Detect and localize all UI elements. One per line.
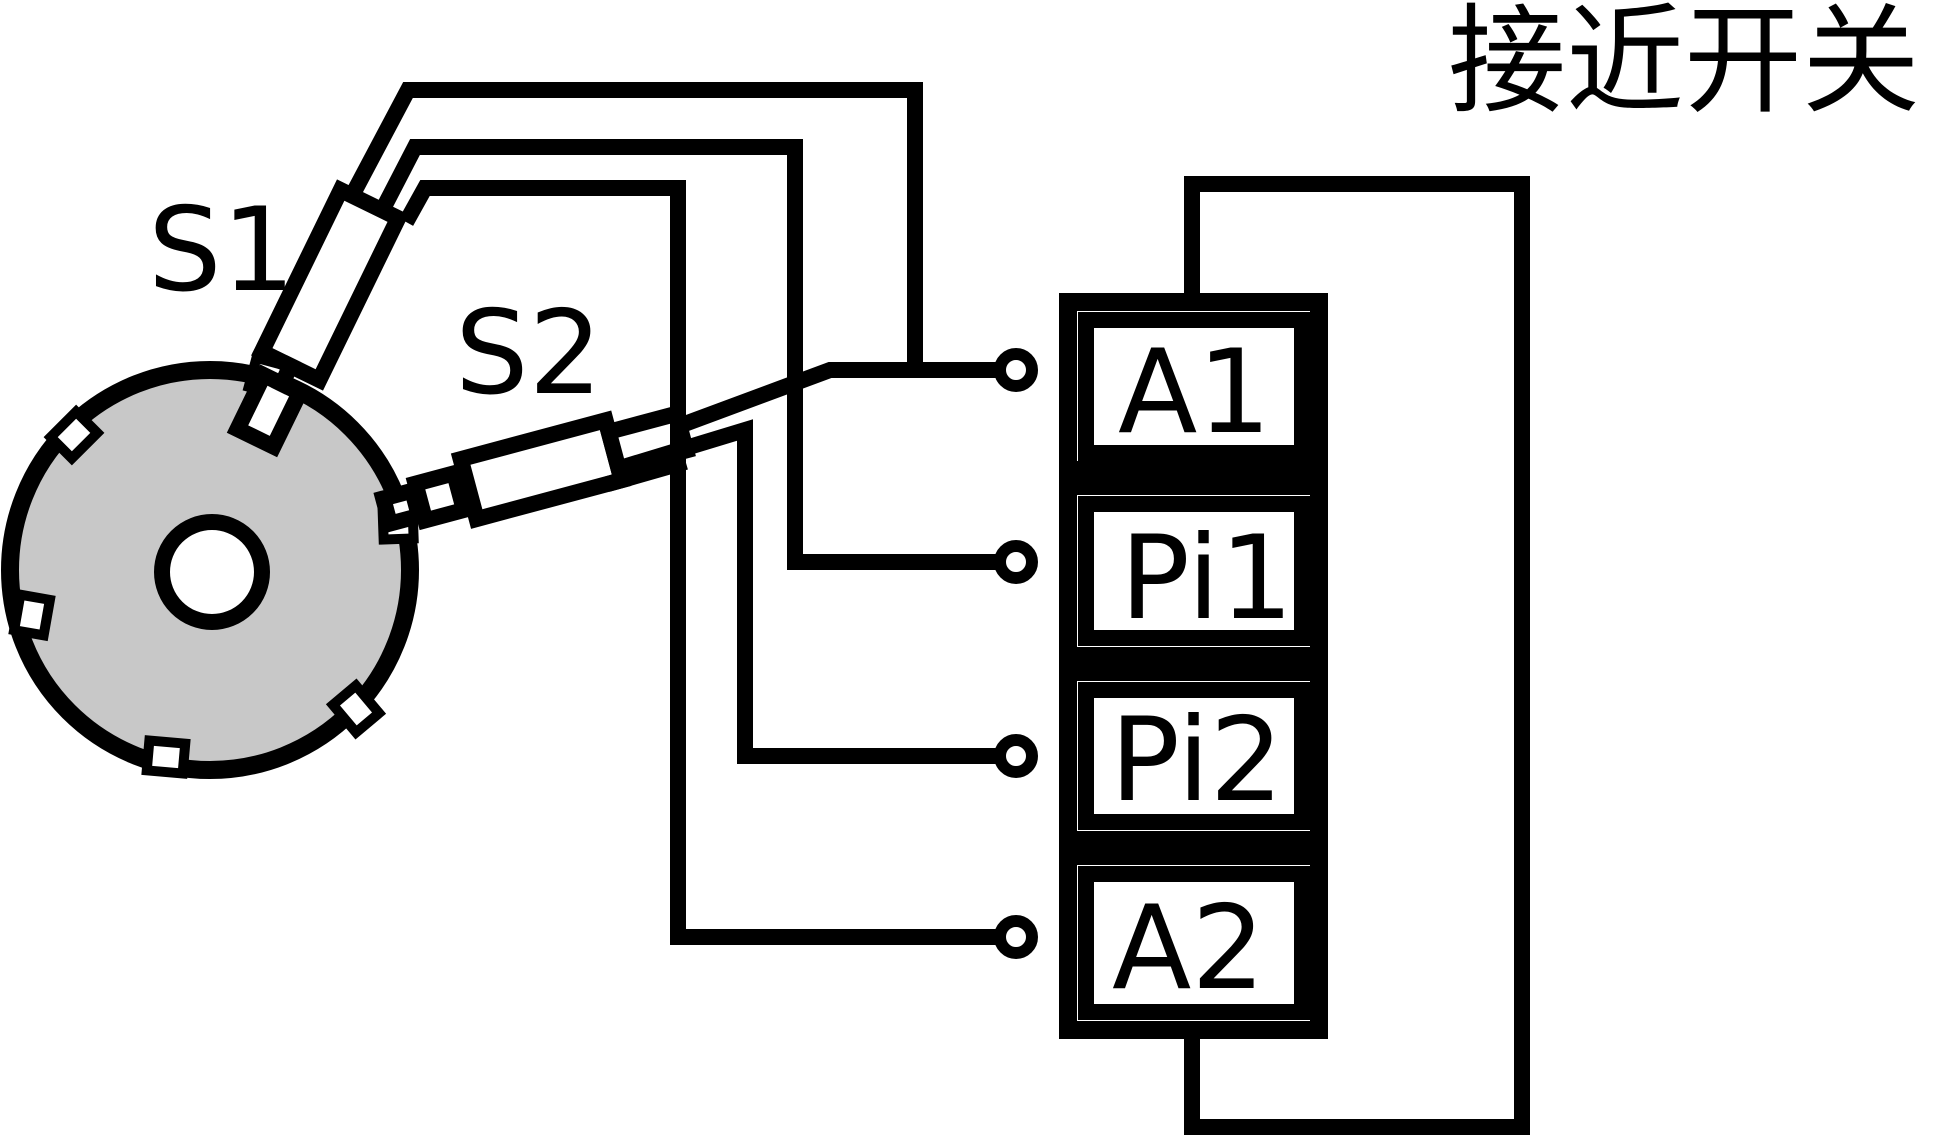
wire-s2-a1 [679,362,1008,433]
wheel-notch [325,678,387,740]
terminal-point-a2 [994,915,1038,959]
target-wheel [1,351,419,779]
wheel-hub-hole [154,514,270,630]
wire-s2-pi2 [610,419,1008,764]
wire-s1-a1 [344,82,923,378]
terminal-block-loop [1184,176,1530,1135]
terminal-point-a1 [994,348,1038,392]
terminal-point-pi2 [994,734,1038,778]
wheel-notch [141,735,191,779]
terminal-pi1-label: Pi1 [1120,511,1293,646]
terminal-block [1059,293,1328,1039]
terminal-points [994,348,1038,959]
terminal-pi2-label: Pi2 [1110,693,1283,828]
terminal-a1-label: A1 [1118,325,1271,460]
terminal-a2-label: A2 [1112,881,1265,1016]
wire-s1-pi1 [374,139,1008,570]
sensor-s1 [226,179,409,458]
sensor-s1-label: S1 [148,183,295,318]
diagram-title: 接近开关 [1448,0,1920,130]
wheel-notch [8,588,56,642]
wire-s2-return [605,454,688,492]
terminal-point-pi1 [994,540,1038,584]
sensor-s2-label: S2 [455,286,602,421]
wire-s1-a2 [399,180,1008,945]
wheel-notch [43,404,105,466]
